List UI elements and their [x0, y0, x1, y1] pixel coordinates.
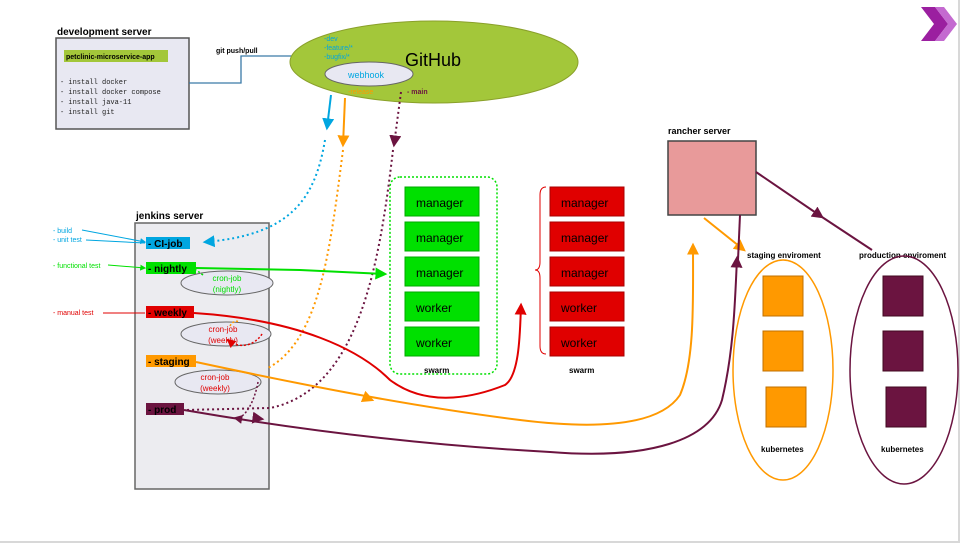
- job-staging: - staging: [148, 357, 190, 368]
- staging-deploy-line: [195, 242, 700, 426]
- logo-icon: [921, 7, 957, 41]
- dev-step: - install java-11: [60, 99, 131, 107]
- dev-step: - install docker compose: [60, 89, 161, 97]
- job-ci: - CI-job: [148, 239, 182, 250]
- git-push-label: git push/pull: [216, 48, 258, 55]
- swarm-node: worker: [415, 336, 452, 350]
- dev-step: - install docker: [60, 79, 127, 87]
- ci-trigger-line: [202, 139, 326, 248]
- swarm-red: manager manager manager worker worker sw…: [534, 186, 625, 375]
- branch-label: -feature/*: [324, 45, 353, 52]
- app-label: petclinic-microservice-app: [66, 54, 155, 61]
- cron-line: (weekly): [208, 336, 238, 345]
- weekly-deploy-line: [193, 302, 527, 399]
- swarm-node: worker: [560, 301, 597, 315]
- cron-line: cron-job: [209, 325, 238, 334]
- job-weekly: - weekly: [148, 308, 187, 319]
- test-label-manual: - manual test: [53, 310, 94, 317]
- main-down-arrow: [389, 91, 402, 148]
- jenkins-server: jenkins server - CI-job - nightly - week…: [134, 211, 274, 490]
- nightly-deploy-line: [195, 267, 388, 280]
- swarm-node: manager: [416, 196, 463, 210]
- swarm-node: manager: [561, 231, 608, 245]
- production-environment: production enviroment kubernetes: [849, 251, 959, 485]
- swarm-label: swarm: [569, 366, 594, 375]
- prod-deploy-line: [183, 255, 743, 455]
- main-label: - main: [407, 89, 428, 96]
- test-label-build: - build: [53, 228, 72, 235]
- cron-line: (nightly): [213, 285, 242, 294]
- test-label-functional: - functional test: [53, 263, 101, 270]
- rancher-prod-line-b: [821, 216, 873, 251]
- swarm-node: manager: [561, 266, 608, 280]
- dev-step: - install git: [60, 109, 115, 117]
- job-prod: - prod: [148, 405, 176, 416]
- cron-line: cron-job: [201, 373, 230, 382]
- prod-trigger-line: [184, 149, 394, 411]
- webhook-label: webhook: [347, 70, 385, 80]
- dev-server-title: development server: [57, 27, 152, 38]
- rancher-server: rancher server: [667, 126, 757, 216]
- github-title: GitHub: [405, 50, 461, 70]
- staging-env-title: staging enviroment: [747, 251, 821, 260]
- frame-border: [0, 0, 960, 543]
- staging-trigger-line: [267, 149, 344, 369]
- branch-label: -dev: [324, 36, 338, 43]
- github: GitHub -dev -feature/* -bugfix/* webhook…: [289, 20, 579, 104]
- job-nightly: - nightly: [148, 264, 187, 275]
- production-kubernetes-label: kubernetes: [881, 445, 924, 454]
- rancher-title: rancher server: [668, 126, 731, 136]
- rancher-prod-line-a: [755, 171, 824, 219]
- swarm-node: worker: [415, 301, 452, 315]
- git-push-connector: [189, 55, 292, 84]
- ci-down-arrow: [322, 94, 335, 131]
- test-label-unit: - unit test: [53, 237, 82, 244]
- swarm-green: manager manager manager worker worker sw…: [389, 176, 498, 375]
- staging-kubernetes-label: kubernetes: [761, 445, 804, 454]
- swarm-node: manager: [416, 231, 463, 245]
- jenkins-title: jenkins server: [135, 211, 203, 222]
- branch-label: -bugfix/*: [324, 54, 350, 61]
- release-down-arrow: [337, 97, 350, 148]
- swarm-node: manager: [416, 266, 463, 280]
- staging-environment: staging enviroment kubernetes: [732, 251, 834, 481]
- release-label: -release: [348, 89, 373, 96]
- development-server: development server petclinic-microservic…: [55, 27, 190, 130]
- swarm-node: manager: [561, 196, 608, 210]
- swarm-node: worker: [560, 336, 597, 350]
- rancher-staging-line: [703, 217, 746, 252]
- cron-line: cron-job: [213, 274, 242, 283]
- cron-line: (weekly): [200, 384, 230, 393]
- swarm-label: swarm: [424, 366, 449, 375]
